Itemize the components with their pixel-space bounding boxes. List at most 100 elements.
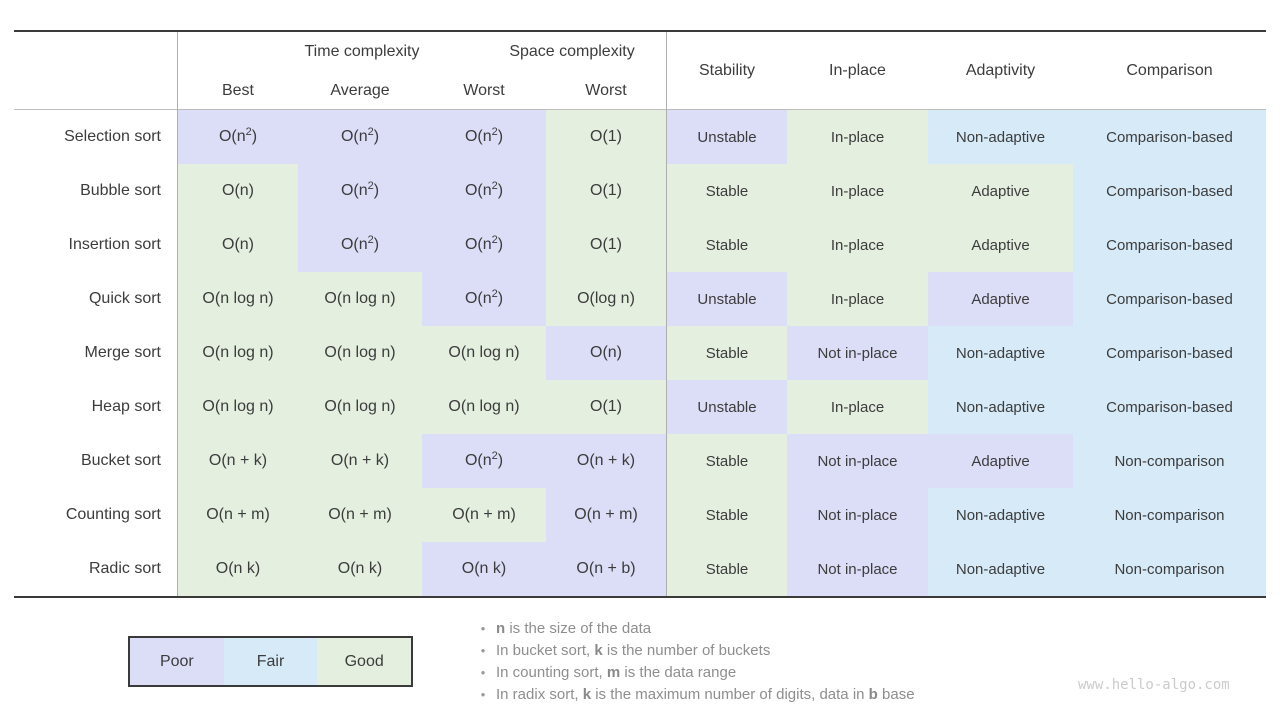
- footnotes: •n is the size of the data•In bucket sor…: [470, 618, 915, 706]
- legend-item-good: Good: [317, 638, 412, 685]
- column-header-stability: Stability: [698, 62, 756, 79]
- complexity-cell: O(n + b): [546, 542, 667, 596]
- row-label: Insertion sort: [14, 218, 178, 272]
- attribute-cell: Unstable: [667, 272, 787, 326]
- footnote-text: In radix sort, k is the maximum number o…: [496, 686, 915, 703]
- attribute-cell: In-place: [787, 218, 928, 272]
- column-header-average: Average: [330, 82, 390, 99]
- footnote-text: In bucket sort, k is the number of bucke…: [496, 642, 771, 659]
- row-label: Heap sort: [14, 380, 178, 434]
- time-complexity-subheaders: Best Average Worst: [178, 72, 546, 110]
- attribute-cell: In-place: [787, 164, 928, 218]
- complexity-cell: O(n log n): [178, 326, 298, 380]
- complexity-cell: O(n log n): [298, 326, 422, 380]
- complexity-cell: O(n log n): [422, 326, 546, 380]
- attribute-cell: Stable: [667, 164, 787, 218]
- complexity-cell: O(n + k): [298, 434, 422, 488]
- row-label: Bubble sort: [14, 164, 178, 218]
- legend-item-fair: Fair: [223, 638, 318, 685]
- complexity-cell: O(n): [178, 218, 298, 272]
- bullet-icon: •: [480, 665, 486, 680]
- time-complexity-header: Time complexity: [304, 43, 420, 60]
- column-header-space-worst: Worst: [585, 82, 627, 99]
- row-label: Counting sort: [14, 488, 178, 542]
- attribute-cell: Adaptive: [928, 218, 1073, 272]
- complexity-cell: O(n + m): [298, 488, 422, 542]
- attribute-cell: Not in-place: [787, 326, 928, 380]
- complexity-cell: O(1): [546, 380, 667, 434]
- attribute-cell: Comparison-based: [1073, 380, 1266, 434]
- complexity-cell: O(n + m): [422, 488, 546, 542]
- bullet-icon: •: [480, 643, 486, 658]
- time-complexity-group: Time complexity Best Average Worst: [178, 32, 546, 110]
- complexity-cell: O(log n): [546, 272, 667, 326]
- complexity-cell: O(n k): [298, 542, 422, 596]
- complexity-cell: O(1): [546, 218, 667, 272]
- complexity-cell: O(n log n): [178, 380, 298, 434]
- attribute-cell: Comparison-based: [1073, 218, 1266, 272]
- attribute-cell: Non-adaptive: [928, 488, 1073, 542]
- attribute-cell: Non-adaptive: [928, 110, 1073, 164]
- complexity-cell: O(n log n): [298, 272, 422, 326]
- legend-item-poor: Poor: [130, 638, 224, 685]
- row-label: Bucket sort: [14, 434, 178, 488]
- column-header-worst: Worst: [463, 82, 505, 99]
- complexity-cell: O(n + k): [178, 434, 298, 488]
- row-label: Radic sort: [14, 542, 178, 596]
- complexity-cell: O(n + m): [178, 488, 298, 542]
- attribute-cell: In-place: [787, 380, 928, 434]
- attribute-cell: Non-comparison: [1073, 488, 1266, 542]
- complexity-cell: O(n k): [178, 542, 298, 596]
- complexity-cell: O(n): [178, 164, 298, 218]
- attribute-cell: In-place: [787, 272, 928, 326]
- footnote-line: • In counting sort, m is the data range: [470, 662, 915, 684]
- footnote-text: n is the size of the data: [496, 620, 652, 637]
- row-label: Selection sort: [14, 110, 178, 164]
- row-label: Quick sort: [14, 272, 178, 326]
- column-header-in-place: In-place: [829, 62, 886, 79]
- table-header: Time complexity Best Average Worst Space…: [14, 32, 1266, 110]
- space-complexity-group: Space complexity Worst: [509, 32, 667, 110]
- attribute-cell: Unstable: [667, 380, 787, 434]
- complexity-cell: O(n + k): [546, 434, 667, 488]
- footnote-text: In counting sort, m is the data range: [496, 664, 737, 681]
- comparison-table: Time complexity Best Average Worst Space…: [14, 30, 1266, 598]
- watermark-url: www.hello-algo.com: [1078, 677, 1230, 693]
- complexity-cell: O(n log n): [178, 272, 298, 326]
- attribute-cell: Non-adaptive: [928, 542, 1073, 596]
- bullet-icon: •: [480, 687, 486, 702]
- attribute-cell: Stable: [667, 542, 787, 596]
- footnote-line: •n is the size of the data: [470, 618, 915, 640]
- attribute-cell: Comparison-based: [1073, 272, 1266, 326]
- attribute-cell: Non-adaptive: [928, 380, 1073, 434]
- attribute-cell: Adaptive: [928, 272, 1073, 326]
- attribute-cell: Adaptive: [928, 164, 1073, 218]
- attribute-cell: Not in-place: [787, 434, 928, 488]
- attribute-cell: Unstable: [667, 110, 787, 164]
- complexity-cell: O(n log n): [422, 380, 546, 434]
- attribute-cell: Stable: [667, 488, 787, 542]
- attribute-cell: In-place: [787, 110, 928, 164]
- attribute-cell: Comparison-based: [1073, 110, 1266, 164]
- complexity-cell: O(n log n): [298, 380, 422, 434]
- attribute-cell: Comparison-based: [1073, 326, 1266, 380]
- complexity-cell: O(1): [546, 164, 667, 218]
- attribute-cell: Not in-place: [787, 488, 928, 542]
